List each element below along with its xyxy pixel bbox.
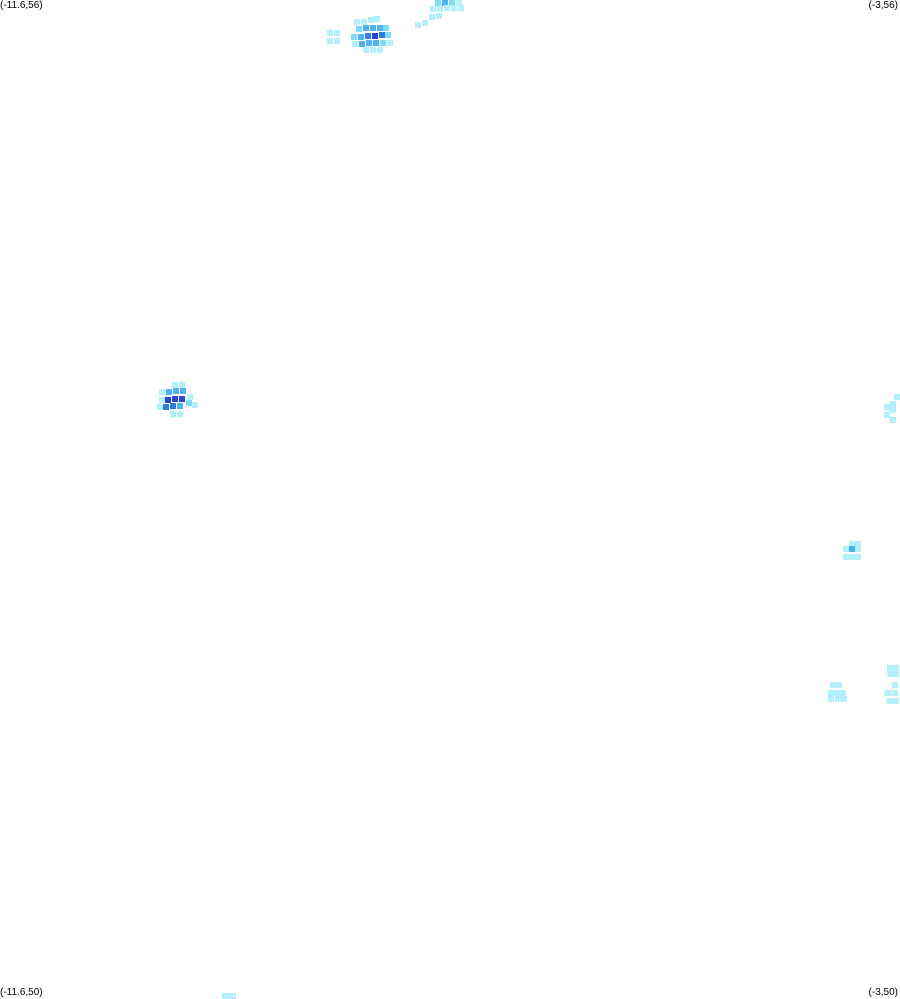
corner-label-bottom-right: (-3,50) xyxy=(868,987,898,998)
density-cell xyxy=(886,664,893,671)
density-cell xyxy=(839,689,846,696)
density-cell xyxy=(370,25,377,32)
density-cell xyxy=(380,39,387,46)
density-cell xyxy=(848,553,855,560)
density-cell xyxy=(363,46,370,53)
density-cell xyxy=(442,0,449,6)
density-cell xyxy=(327,37,334,44)
density-cell xyxy=(889,416,896,423)
density-cell xyxy=(373,39,380,46)
density-cell xyxy=(361,18,368,25)
density-cell xyxy=(180,388,187,395)
density-cell xyxy=(842,546,849,553)
density-cell xyxy=(334,37,341,44)
density-cell xyxy=(387,39,394,46)
density-cell xyxy=(833,689,840,696)
density-cell xyxy=(179,381,186,388)
density-cell xyxy=(415,22,422,28)
density-cell xyxy=(172,395,179,402)
density-cell xyxy=(166,389,173,396)
density-cell xyxy=(449,0,456,6)
density-cell xyxy=(158,396,165,403)
density-cell xyxy=(848,546,855,553)
density-cell xyxy=(435,0,442,6)
density-cell xyxy=(156,404,163,411)
density-cell xyxy=(352,41,359,48)
density-cell xyxy=(368,17,375,23)
density-cell xyxy=(840,696,847,703)
density-cell xyxy=(170,410,177,417)
density-cell xyxy=(854,540,861,547)
density-cell xyxy=(366,40,373,47)
density-cell xyxy=(829,682,836,689)
density-cell xyxy=(827,689,834,696)
density-cell xyxy=(173,388,180,395)
density-cell xyxy=(223,993,230,999)
density-cell xyxy=(159,389,166,396)
corner-label-top-right: (-3,56) xyxy=(868,0,898,11)
density-cell xyxy=(444,5,451,12)
density-cell xyxy=(842,553,849,560)
density-cell xyxy=(835,682,842,689)
density-point xyxy=(884,691,890,696)
density-cell xyxy=(377,46,384,53)
density-cell xyxy=(436,12,443,19)
density-cell xyxy=(894,394,900,401)
density-cell xyxy=(886,670,893,677)
density-cell xyxy=(889,407,896,414)
density-cell xyxy=(177,410,184,417)
density-cell xyxy=(365,32,372,39)
density-cell xyxy=(451,5,458,12)
density-cell xyxy=(892,664,899,671)
density-cell xyxy=(889,400,896,407)
density-cell xyxy=(354,18,361,25)
density-cell xyxy=(429,13,436,20)
density-cell xyxy=(334,30,341,37)
density-cell xyxy=(327,30,334,37)
density-cell xyxy=(430,6,437,13)
density-cell xyxy=(827,696,834,703)
density-cell xyxy=(177,403,184,410)
density-cell xyxy=(458,5,465,12)
density-cell xyxy=(358,33,365,40)
density-cell xyxy=(372,32,379,39)
density-cell xyxy=(883,411,890,418)
density-cell xyxy=(370,46,377,53)
density-cell xyxy=(437,6,444,13)
density-cell xyxy=(359,41,366,48)
density-cell xyxy=(351,33,358,40)
density-cell xyxy=(854,553,861,560)
density-cell xyxy=(422,20,429,27)
density-cell xyxy=(834,696,841,703)
density-cell xyxy=(854,546,861,553)
density-cell xyxy=(186,399,193,406)
density-cell xyxy=(172,381,179,388)
density-cell xyxy=(456,0,463,6)
density-cell xyxy=(891,682,898,689)
density-cell xyxy=(891,689,898,696)
density-cell xyxy=(892,698,899,704)
density-cell xyxy=(356,26,363,33)
density-cell xyxy=(886,698,893,704)
density-cell xyxy=(163,404,170,411)
density-cell xyxy=(377,24,384,31)
density-cell xyxy=(187,394,194,401)
density-cell xyxy=(363,25,370,32)
density-cell xyxy=(374,16,381,23)
density-cell xyxy=(229,993,236,999)
density-cell xyxy=(379,32,386,38)
corner-label-top-left: (-11.6,56) xyxy=(0,0,43,11)
density-cell xyxy=(383,24,390,31)
density-cell xyxy=(385,32,392,38)
density-cell xyxy=(179,395,186,402)
density-cell xyxy=(892,670,899,677)
density-cell xyxy=(170,403,177,410)
density-cell xyxy=(165,396,172,403)
density-cell xyxy=(192,401,199,408)
density-cell xyxy=(883,404,890,411)
corner-label-bottom-left: (-11.6,50) xyxy=(0,987,43,998)
density-cell xyxy=(848,540,855,547)
